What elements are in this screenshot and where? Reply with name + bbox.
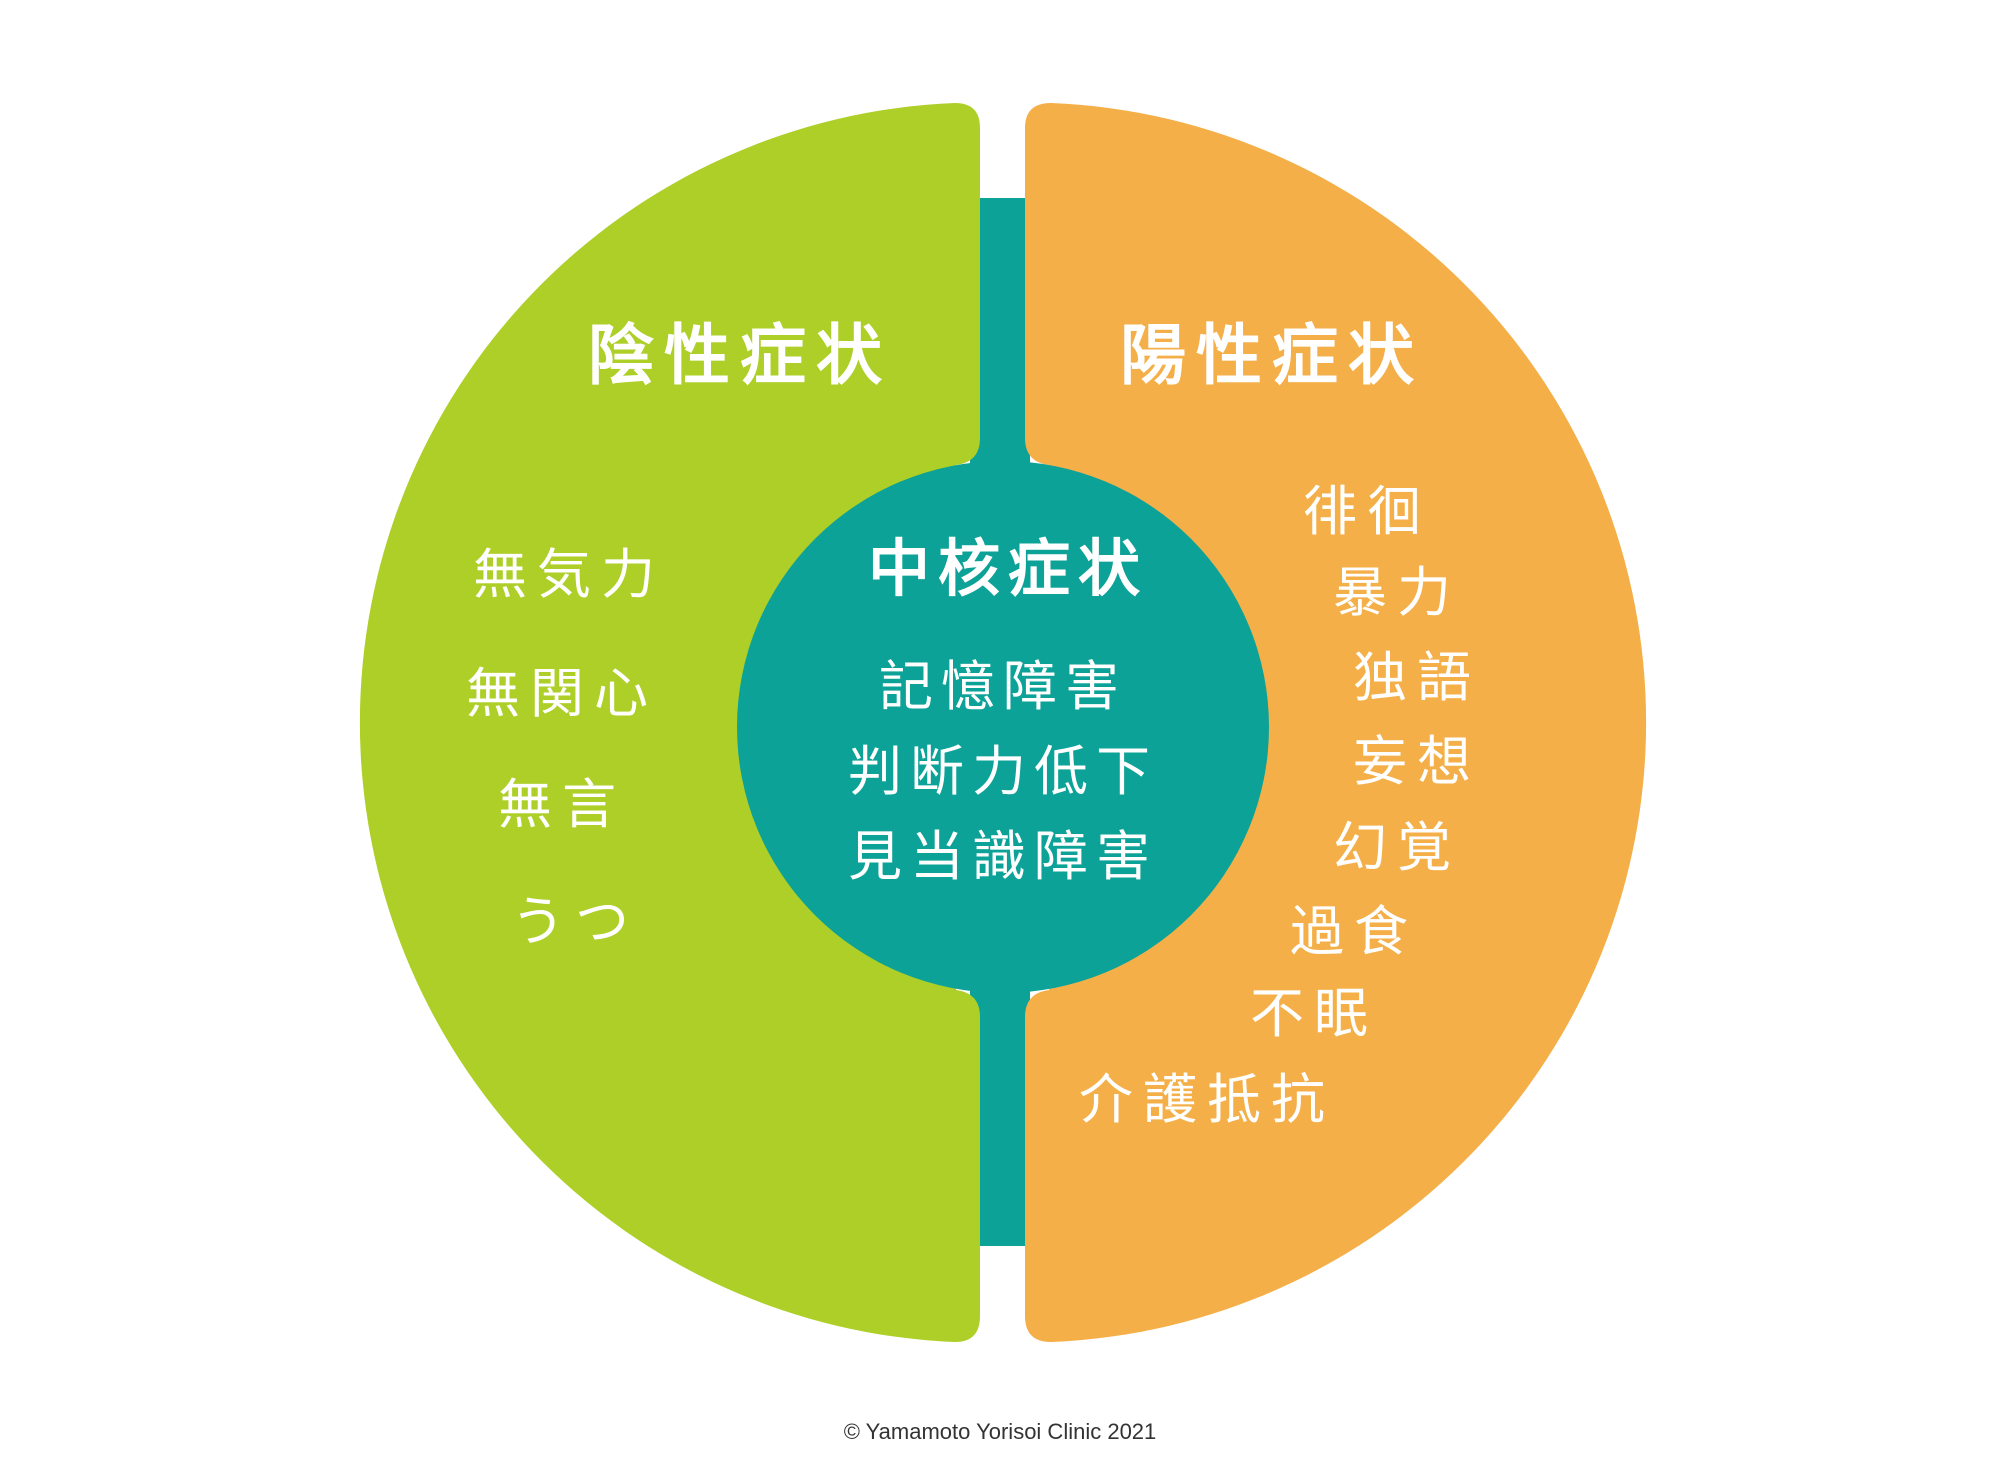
negative-symptoms-title: 陰性症状 bbox=[588, 317, 892, 394]
core-item: 記憶障害 bbox=[879, 655, 1127, 718]
positive-symptoms-half bbox=[1025, 103, 1647, 1342]
positive-item: 独語 bbox=[1353, 646, 1481, 709]
positive-item: 徘徊 bbox=[1303, 480, 1431, 543]
core-symptoms-circle bbox=[737, 461, 1269, 993]
positive-item: 妄想 bbox=[1353, 730, 1481, 793]
negative-item: 無関心 bbox=[466, 662, 658, 725]
positive-item: 幻覚 bbox=[1333, 816, 1461, 879]
positive-item: 介護抵抗 bbox=[1079, 1068, 1335, 1131]
copyright-text: © Yamamoto Yorisoi Clinic 2021 bbox=[844, 1419, 1157, 1444]
positive-symptoms-title: 陽性症状 bbox=[1120, 317, 1424, 394]
positive-item: 暴力 bbox=[1333, 561, 1461, 624]
positive-item: 不眠 bbox=[1250, 982, 1378, 1045]
core-item: 判断力低下 bbox=[848, 740, 1158, 803]
positive-item: 過食 bbox=[1290, 900, 1418, 963]
core-symptoms-title: 中核症状 bbox=[868, 532, 1148, 605]
negative-item: 無言 bbox=[498, 773, 626, 836]
negative-item: うつ bbox=[511, 890, 639, 953]
negative-symptoms-half bbox=[359, 103, 981, 1342]
core-item: 見当識障害 bbox=[848, 825, 1158, 888]
negative-item: 無気力 bbox=[473, 543, 665, 606]
